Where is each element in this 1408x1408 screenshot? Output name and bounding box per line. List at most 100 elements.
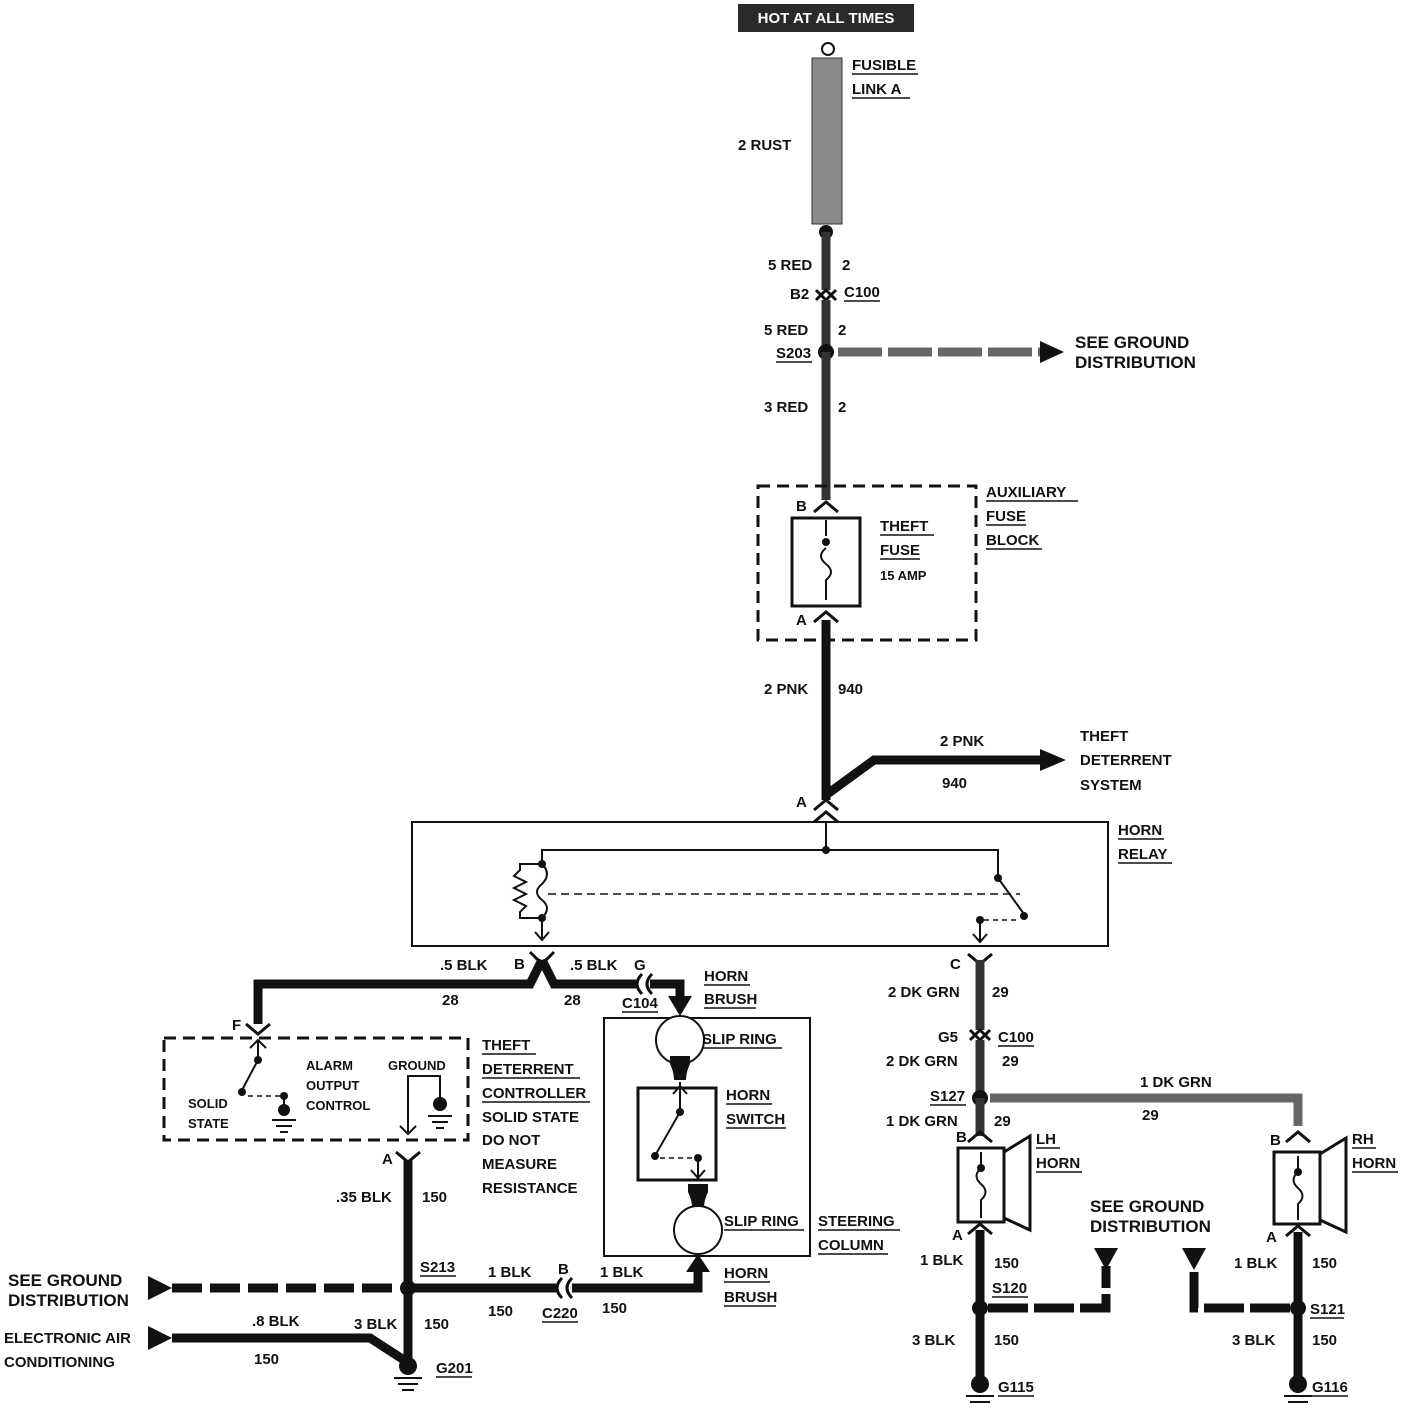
c100-lower-pin: G5 bbox=[938, 1029, 958, 1046]
fusible-link-label-2: LINK A bbox=[852, 81, 902, 98]
lh-horn-pin-a: A bbox=[952, 1227, 963, 1244]
horn-switch-box bbox=[636, 1086, 718, 1182]
horn-relay-box bbox=[411, 821, 1109, 947]
wire-2-dk-grn-lower-label: 2 DK GRN bbox=[886, 1053, 958, 1070]
c104-label: C104 bbox=[622, 995, 659, 1012]
c100-top-pin: B2 bbox=[790, 286, 809, 303]
controller-ground-icon bbox=[428, 1115, 452, 1129]
aux-fuse-block-label-3: BLOCK bbox=[986, 532, 1039, 549]
c100-lower-connector bbox=[968, 1027, 992, 1043]
wire-1-dk-grn-rh-circuit: 29 bbox=[1142, 1107, 1159, 1124]
g116-label: G116 bbox=[1312, 1379, 1348, 1396]
horn-relay-coil bbox=[511, 863, 548, 919]
horn-brush-top-arrow bbox=[668, 996, 692, 1016]
g115-ground-icon bbox=[966, 1395, 994, 1403]
horn-brush-top-label-2: BRUSH bbox=[704, 991, 757, 1008]
horn-relay-pin-c: C bbox=[950, 956, 961, 973]
controller-note-2: DO NOT bbox=[482, 1132, 540, 1149]
s203-see-2: DISTRIBUTION bbox=[1075, 353, 1196, 372]
lh-horn-bell bbox=[1003, 1133, 1032, 1233]
theft-fuse-label-2: FUSE bbox=[880, 542, 920, 559]
c100-lower-label: C100 bbox=[998, 1029, 1034, 1046]
controller-alarm-2: OUTPUT bbox=[306, 1078, 360, 1093]
rh-horn-bell bbox=[1319, 1135, 1348, 1235]
g115-label: G115 bbox=[998, 1379, 1034, 1396]
horn-relay-pin-a-connector bbox=[813, 798, 839, 824]
g201-ground-icon bbox=[394, 1377, 422, 1391]
theft-fuse-dot bbox=[822, 538, 830, 546]
s203-label: S203 bbox=[776, 345, 811, 362]
wire-1-blk-left-circuit: 150 bbox=[488, 1303, 513, 1320]
controller-ground-lead bbox=[407, 1075, 441, 1132]
s121-label: S121 bbox=[1310, 1301, 1345, 1318]
c220-label: C220 bbox=[542, 1305, 578, 1322]
horn-switch-label-2: SWITCH bbox=[726, 1111, 785, 1128]
theft-controller-box bbox=[162, 1036, 470, 1142]
wire-35-blk-circuit: 150 bbox=[422, 1189, 447, 1206]
g115-wire-circuit: 150 bbox=[994, 1332, 1019, 1349]
controller-solid-2: STATE bbox=[188, 1116, 229, 1131]
controller-pin-f-connector bbox=[245, 1022, 271, 1036]
wire-5-red-upper-circuit: 2 bbox=[842, 257, 850, 274]
rh-horn-ground-wire-circuit: 150 bbox=[1312, 1255, 1337, 1272]
aux-fuse-block-label-2: FUSE bbox=[986, 508, 1026, 525]
wire-2-dk-grn-upper-circuit: 29 bbox=[992, 984, 1009, 1001]
wire-8-blk-eac bbox=[172, 1333, 407, 1364]
controller-alarm-3: CONTROL bbox=[306, 1098, 370, 1113]
horn-relay-contact-arm bbox=[997, 877, 1025, 915]
wire-5-blk-right-circuit: 28 bbox=[564, 992, 581, 1009]
s213-see-1: SEE GROUND bbox=[8, 1271, 122, 1290]
g116-wire-circuit: 150 bbox=[1312, 1332, 1337, 1349]
horn-brush-top-label-1: HORN bbox=[704, 968, 748, 985]
rh-horn-label-2: HORN bbox=[1352, 1155, 1396, 1172]
aux-fuse-pin-a: A bbox=[796, 612, 807, 629]
s120-ground-ref-arrow bbox=[1094, 1248, 1118, 1270]
s213-label: S213 bbox=[420, 1259, 455, 1276]
steering-column-box bbox=[603, 1017, 811, 1257]
controller-note-3: MEASURE bbox=[482, 1156, 557, 1173]
wire-3-red-label: 3 RED bbox=[764, 399, 808, 416]
lh-horn-ground-wire-label: 1 BLK bbox=[920, 1252, 964, 1269]
slip-ring-top-brush bbox=[670, 1056, 690, 1080]
theft-fuse-label-1: THEFT bbox=[880, 518, 928, 535]
c220-connector bbox=[555, 1276, 574, 1300]
lh-horn-coil-dot bbox=[977, 1164, 985, 1172]
slip-ring-bottom bbox=[673, 1205, 723, 1255]
s120-label: S120 bbox=[992, 1280, 1027, 1297]
wire-1-blk-right-label: 1 BLK bbox=[600, 1264, 644, 1281]
controller-note-4: RESISTANCE bbox=[482, 1180, 578, 1197]
wire-2-dk-grn-upper-label: 2 DK GRN bbox=[888, 984, 960, 1001]
horn-relay-bus bbox=[541, 849, 999, 876]
wire-1-blk-c220-brush bbox=[572, 1268, 703, 1293]
s127-label: S127 bbox=[930, 1088, 965, 1105]
wire-5-blk-left-circuit: 28 bbox=[442, 992, 459, 1009]
wire-1-dk-grn-lh-circuit: 29 bbox=[994, 1113, 1011, 1130]
horn-relay-label-2: RELAY bbox=[1118, 846, 1167, 863]
s121-ground-ref-arrow bbox=[1182, 1248, 1206, 1270]
lh-horn-coil bbox=[975, 1152, 987, 1218]
hot-at-all-times-label: HOT AT ALL TIMES bbox=[758, 10, 895, 27]
wire-3-blk-g201-circuit: 150 bbox=[424, 1316, 449, 1333]
controller-label-3: CONTROLLER bbox=[482, 1085, 586, 1102]
wire-8-blk-circuit: 150 bbox=[254, 1351, 279, 1368]
rh-horn-label-1: RH bbox=[1352, 1131, 1374, 1148]
controller-switch-dot-2 bbox=[238, 1088, 246, 1096]
slip-ring-bottom-label: SLIP RING bbox=[724, 1213, 799, 1230]
aux-fuse-pin-b: B bbox=[796, 498, 807, 515]
steering-column-label-2: COLUMN bbox=[818, 1237, 884, 1254]
fusible-link bbox=[811, 57, 843, 225]
horn-ground-ref-2: DISTRIBUTION bbox=[1090, 1217, 1211, 1236]
controller-label-1: THEFT bbox=[482, 1037, 530, 1054]
wire-5-red-lower-circuit: 2 bbox=[838, 322, 846, 339]
horn-relay-coil-arrow bbox=[534, 931, 550, 942]
g201-label: G201 bbox=[436, 1360, 473, 1377]
controller-alarm-ground-bulb bbox=[278, 1104, 290, 1116]
rh-horn-ground-wire-label: 1 BLK bbox=[1234, 1255, 1278, 1272]
rh-horn-pin-b-connector bbox=[1285, 1130, 1311, 1144]
wire-2-pnk-branch bbox=[823, 755, 1040, 799]
controller-label-2: DETERRENT bbox=[482, 1061, 574, 1078]
horn-relay-pin-b: B bbox=[514, 956, 525, 973]
wire-2-pnk-circuit: 940 bbox=[838, 681, 863, 698]
wire-5-blk-right-label: .5 BLK bbox=[570, 957, 618, 974]
